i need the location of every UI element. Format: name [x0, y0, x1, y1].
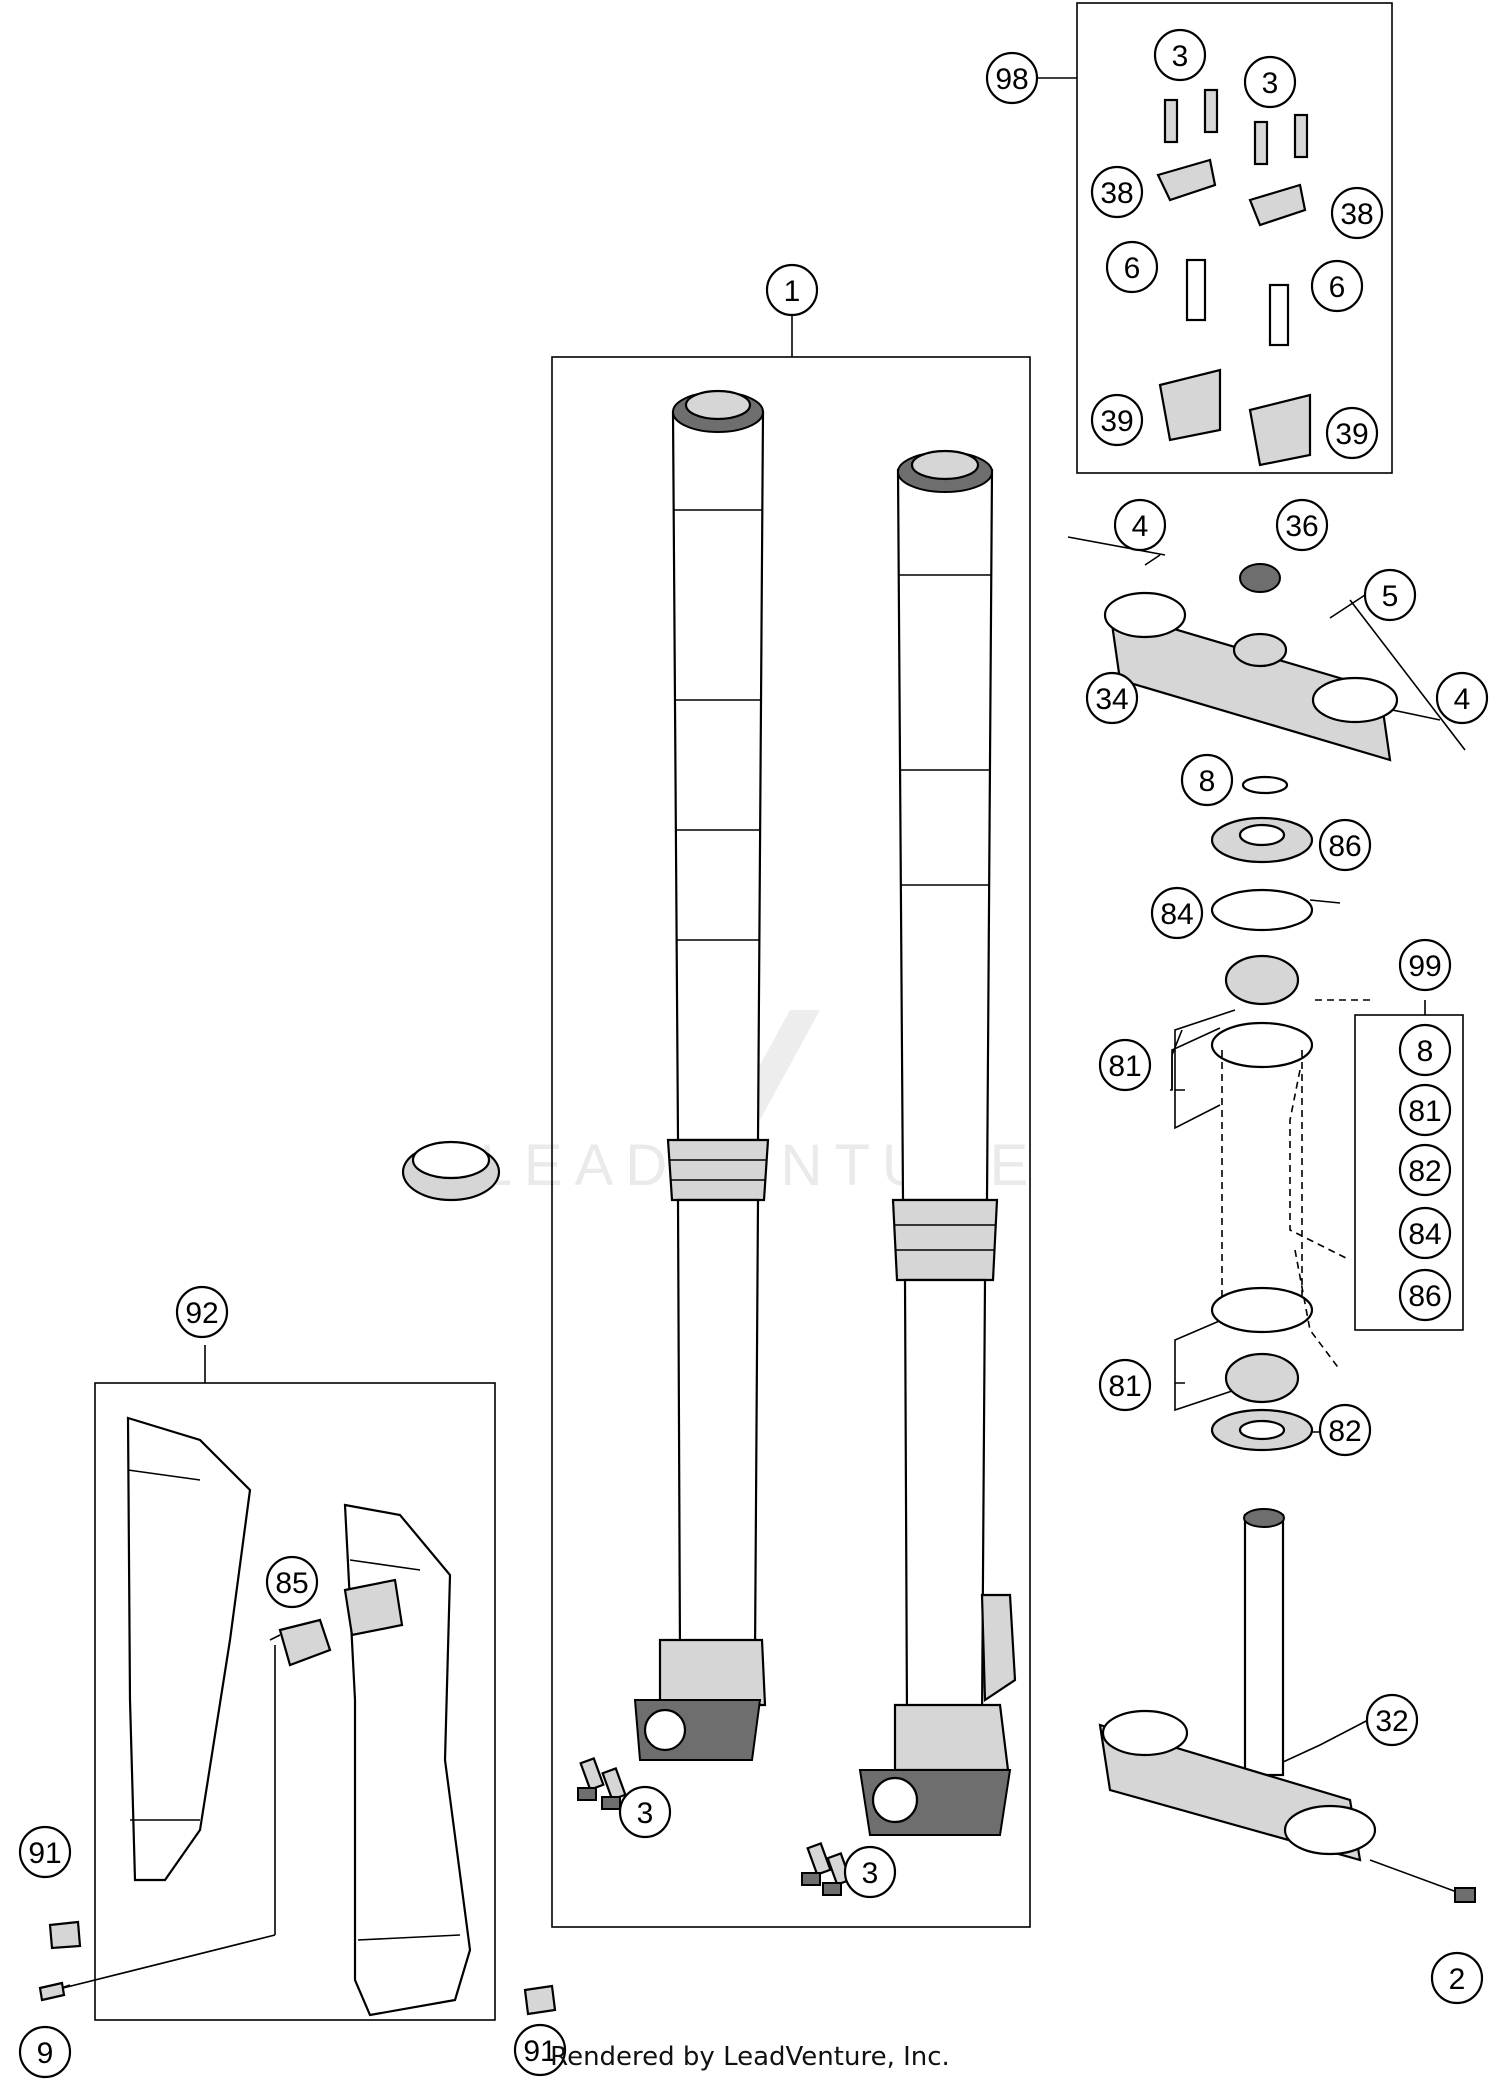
- svg-text:8: 8: [1199, 765, 1216, 798]
- callout-8: 8: [1398, 1023, 1452, 1077]
- svg-text:2: 2: [1449, 1963, 1466, 1996]
- svg-text:3: 3: [1262, 67, 1279, 100]
- svg-text:84: 84: [1160, 898, 1193, 931]
- callout-98: 98: [985, 51, 1039, 105]
- callout-86: 86: [1398, 1268, 1452, 1322]
- svg-text:86: 86: [1328, 830, 1361, 863]
- callout-91: 91: [18, 1825, 72, 1879]
- fork-guards: [126, 1416, 472, 2017]
- svg-text:9: 9: [37, 2037, 54, 2070]
- svg-text:91: 91: [523, 2035, 556, 2068]
- kit-98-box: [1076, 2, 1393, 474]
- svg-text:34: 34: [1095, 683, 1128, 716]
- svg-text:84: 84: [1408, 1218, 1441, 1251]
- callout-81: 81: [1098, 1038, 1152, 1092]
- svg-text:6: 6: [1329, 271, 1346, 304]
- callout-3: 3: [618, 1785, 672, 1839]
- fork-leg-left: [633, 389, 770, 1761]
- svg-text:81: 81: [1108, 1050, 1141, 1083]
- callout-6: 6: [1310, 259, 1364, 313]
- callout-4: 4: [1113, 498, 1167, 552]
- svg-text:82: 82: [1408, 1155, 1441, 1188]
- svg-text:82: 82: [1328, 1415, 1361, 1448]
- callout-36: 36: [1275, 498, 1329, 552]
- loose-bolts: [38, 1920, 557, 2016]
- callout-3: 3: [843, 1845, 897, 1899]
- upper-triple-clamp: [1067, 536, 1466, 762]
- callout-9: 9: [18, 2025, 72, 2079]
- callout-91: 91: [513, 2023, 567, 2077]
- svg-text:4: 4: [1454, 683, 1471, 716]
- callout-81: 81: [1398, 1083, 1452, 1137]
- callout-82: 82: [1398, 1143, 1452, 1197]
- callout-3: 3: [1243, 55, 1297, 109]
- callout-82: 82: [1318, 1403, 1372, 1457]
- svg-text:3: 3: [637, 1797, 654, 1830]
- callout-84: 84: [1150, 886, 1204, 940]
- callout-6: 6: [1105, 240, 1159, 294]
- fork-guide-ring: [401, 1140, 501, 1202]
- callout-2: 2: [1430, 1951, 1484, 2005]
- callout-92: 92: [175, 1285, 229, 1339]
- callout-85: 85: [265, 1555, 319, 1609]
- svg-text:38: 38: [1100, 177, 1133, 210]
- callout-81: 81: [1098, 1358, 1152, 1412]
- svg-text:36: 36: [1285, 510, 1318, 543]
- svg-text:38: 38: [1340, 198, 1373, 231]
- svg-text:91: 91: [28, 1837, 61, 1870]
- svg-text:99: 99: [1408, 950, 1441, 983]
- svg-text:8: 8: [1417, 1035, 1434, 1068]
- callout-labels: 98 3 3 38 38 6 6 39 39 1 4 36 5 34 4 8 8…: [18, 28, 1489, 2079]
- axle-clamp-bolts-left: [577, 1757, 627, 1810]
- callout-4: 4: [1435, 671, 1489, 725]
- kit-99-box: [1354, 1014, 1464, 1331]
- svg-text:3: 3: [1172, 40, 1189, 73]
- fork-assembly-box: [551, 356, 1031, 1928]
- steering-bearings: [1210, 775, 1370, 1452]
- svg-text:6: 6: [1124, 252, 1141, 285]
- callout-1: 1: [765, 263, 819, 317]
- callout-39: 39: [1090, 393, 1144, 447]
- callout-84: 84: [1398, 1206, 1452, 1260]
- lower-triple-clamp: [1098, 1508, 1476, 1903]
- axle-clamp-bolts-right: [801, 1842, 852, 1896]
- callout-8: 8: [1180, 753, 1234, 807]
- callout-34: 34: [1085, 671, 1139, 725]
- svg-text:32: 32: [1375, 1705, 1408, 1738]
- callout-86: 86: [1318, 818, 1372, 872]
- svg-text:92: 92: [185, 1297, 218, 1330]
- kit-92-box: [94, 1382, 496, 2021]
- svg-text:3: 3: [862, 1857, 879, 1890]
- rendered-by-footer: Rendered by LeadVenture, Inc.: [550, 2042, 950, 2072]
- leader-lines: [54, 77, 1476, 1991]
- callout-99: 99: [1398, 938, 1452, 992]
- svg-text:1: 1: [784, 275, 801, 308]
- callout-38: 38: [1090, 165, 1144, 219]
- fork-leg-right: [858, 449, 1017, 1836]
- svg-text:39: 39: [1335, 418, 1368, 451]
- svg-text:98: 98: [995, 63, 1028, 96]
- svg-text:81: 81: [1408, 1095, 1441, 1128]
- svg-text:39: 39: [1100, 405, 1133, 438]
- callout-5: 5: [1363, 568, 1417, 622]
- callout-39: 39: [1325, 406, 1379, 460]
- svg-text:81: 81: [1108, 1370, 1141, 1403]
- svg-text:4: 4: [1132, 510, 1149, 543]
- svg-text:86: 86: [1408, 1280, 1441, 1313]
- handlebar-clamp-parts: [1156, 88, 1312, 467]
- svg-text:85: 85: [275, 1567, 308, 1600]
- callout-32: 32: [1365, 1693, 1419, 1747]
- callout-38: 38: [1330, 186, 1384, 240]
- svg-text:5: 5: [1382, 580, 1399, 613]
- callout-3: 3: [1153, 28, 1207, 82]
